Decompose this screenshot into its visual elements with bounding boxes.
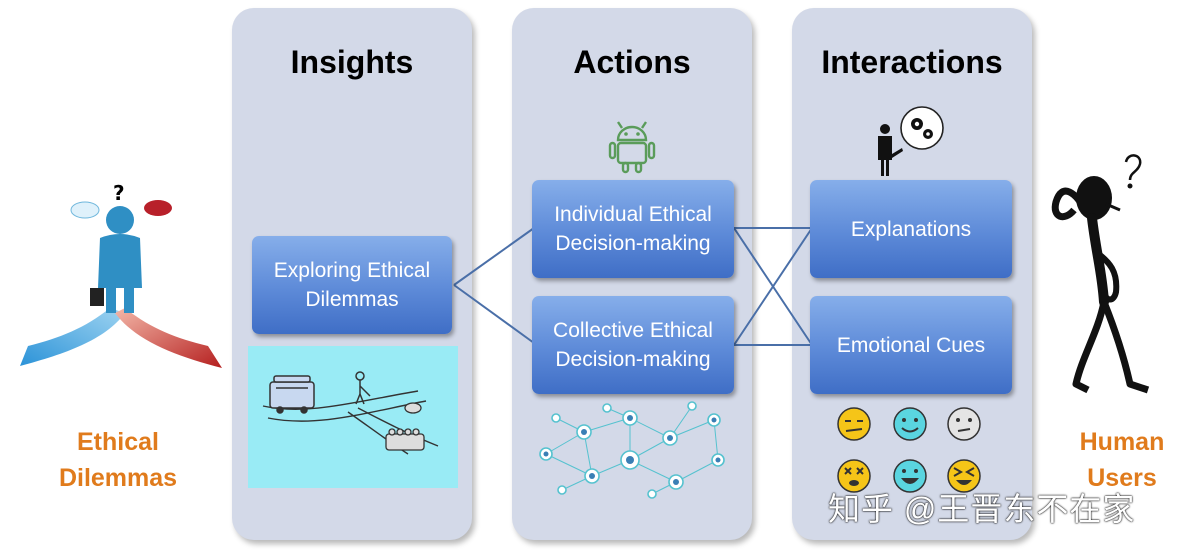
ethical-dilemmas-label: Ethical Dilemmas bbox=[40, 424, 196, 496]
neutral-face-icon bbox=[947, 407, 981, 441]
grinning-face-icon bbox=[893, 459, 927, 493]
emotion-faces bbox=[837, 407, 981, 493]
person-with-gears-icon bbox=[878, 106, 944, 176]
exploring-ethical-dilemmas-box: Exploring Ethical Dilemmas bbox=[252, 236, 452, 334]
human-users-line2: Users bbox=[1087, 464, 1157, 492]
panel-title-actions: Actions bbox=[573, 44, 691, 80]
panel-title-interactions: Interactions bbox=[821, 44, 1003, 80]
ethical-dilemmas-line1: Ethical bbox=[77, 428, 159, 456]
trolley-problem-illustration bbox=[248, 346, 458, 488]
individual-decision-box: Individual Ethical Decision-making bbox=[532, 180, 734, 278]
dizzy-face-icon bbox=[837, 459, 871, 493]
smiling-face-icon bbox=[893, 407, 927, 441]
collective-decision-box: Collective Ethical Decision-making bbox=[532, 296, 734, 394]
android-robot-icon bbox=[608, 121, 656, 174]
thinking-stick-figure-icon bbox=[1051, 154, 1150, 394]
ethical-dilemmas-line2: Dilemmas bbox=[58, 464, 178, 492]
emotional-cues-box: Emotional Cues bbox=[810, 296, 1012, 394]
watermark: 知乎 @王晋东不在家 bbox=[828, 491, 1136, 527]
human-users-label: Human Users bbox=[1066, 424, 1178, 496]
squinting-face-icon bbox=[947, 459, 981, 493]
panel-title-insights: Insights bbox=[290, 44, 414, 80]
explanations-box: Explanations bbox=[810, 180, 1012, 278]
person-question-icon: ? bbox=[20, 181, 222, 368]
network-graph-icon bbox=[539, 401, 725, 499]
smug-face-icon bbox=[837, 407, 871, 441]
human-users-line1: Human bbox=[1079, 428, 1165, 456]
question-mark: ? bbox=[113, 181, 125, 205]
